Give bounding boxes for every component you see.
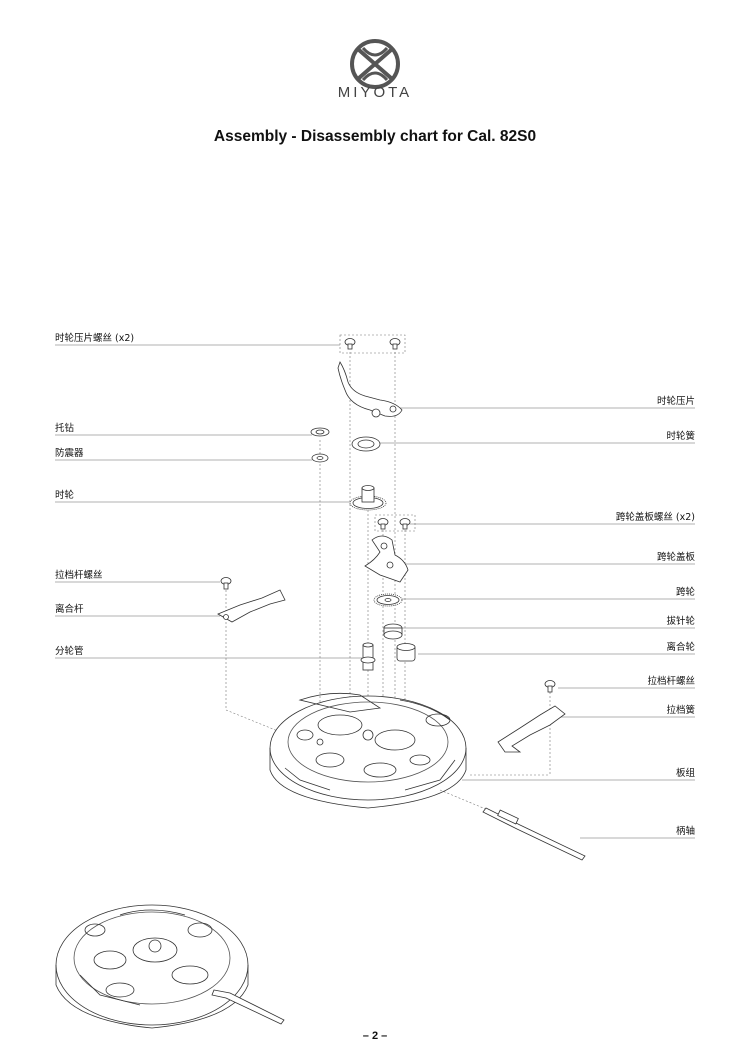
label-cap-jewel: 托钻 <box>55 423 75 434</box>
main-plate-assembly-drawing <box>269 692 467 809</box>
label-clutch-lever: 离合杆 <box>55 604 84 615</box>
label-bridge-cover-screw: 跨轮盖板螺丝 (x2) <box>615 512 695 523</box>
label-hour-wheel-plate: 时轮压片 <box>656 396 695 407</box>
label-setting-lever-spring: 拉档簧 <box>666 705 695 716</box>
brand-name: MIYOTA <box>337 84 413 101</box>
winding-stem-drawing <box>482 807 586 861</box>
label-main-plate-assembly: 板组 <box>675 768 695 779</box>
label-clutch-wheel: 离合轮 <box>666 642 695 653</box>
label-minute-wheel: 跨轮 <box>675 587 695 598</box>
label-hour-wheel-plate-screw: 时轮压片螺丝 (x2) <box>55 333 135 344</box>
label-hour-wheel: 时轮 <box>55 490 75 501</box>
label-cannon-pinion: 分轮管 <box>55 646 84 657</box>
label-setting-lever-screw-right: 拉档杆螺丝 <box>647 676 695 687</box>
miyota-logo-icon <box>350 39 400 89</box>
page-title: Assembly - Disassembly chart for Cal. 82… <box>213 128 537 145</box>
page-number: – 2 – <box>362 1030 388 1042</box>
label-bridge-cover-plate: 跨轮盖板 <box>656 552 695 563</box>
screw-icon <box>344 338 401 350</box>
label-shock-absorber: 防震器 <box>55 448 84 459</box>
label-hour-wheel-spring: 时轮簧 <box>666 431 695 442</box>
label-winding-stem: 柄轴 <box>675 826 695 837</box>
assembled-movement-drawing <box>55 904 285 1029</box>
label-setting-wheel: 拔针轮 <box>666 616 695 627</box>
label-setting-lever-screw-left: 拉档杆螺丝 <box>55 570 103 581</box>
